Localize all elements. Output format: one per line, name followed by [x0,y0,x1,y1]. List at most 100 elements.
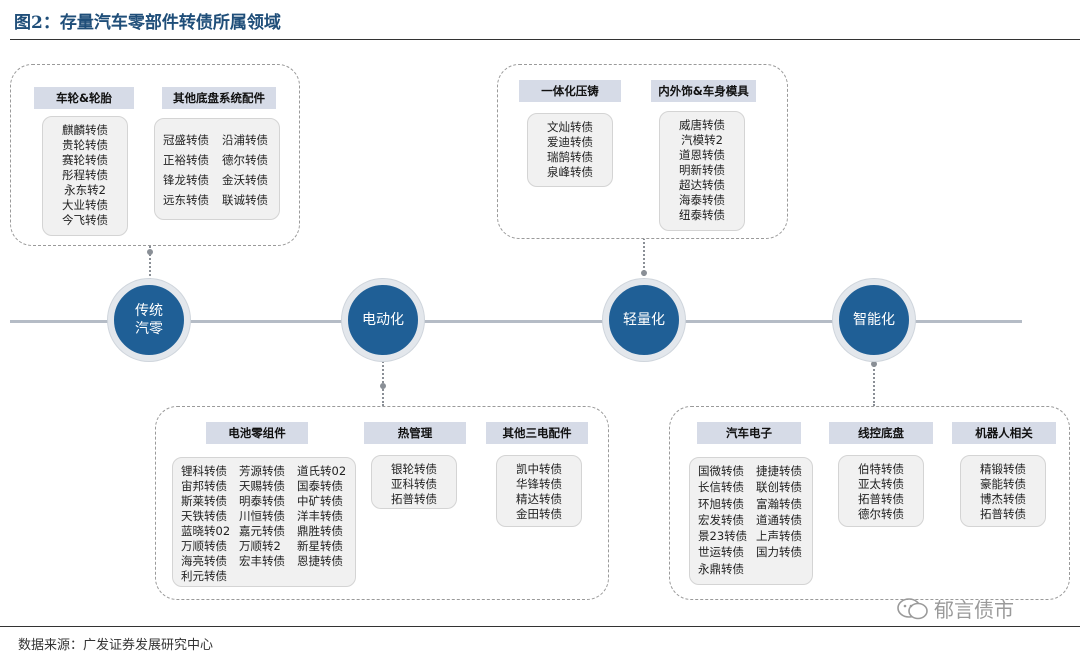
bond-item: 明新转债 [679,163,725,177]
bond-item: 凯中转债 [516,462,562,476]
bond-item: 金沃转债 [222,173,268,187]
connector-dot [871,361,877,367]
bond-item: 国微转债 [698,464,744,478]
page-title: 图2：存量汽车零部件转债所属领域 [14,13,281,33]
bond-item: 道恩转债 [679,148,725,162]
list-thermal: 银轮转债亚科转债拓普转债 [371,455,457,509]
bond-item: 伯特转债 [858,462,904,476]
node-traditional: 传统 汽零 [108,279,190,361]
category-chassis: 其他底盘系统配件 [162,87,276,109]
connector-dot [147,249,153,255]
bond-item: 拓普转债 [980,507,1026,521]
bond-item: 恩捷转债 [297,554,343,568]
footer-divider [0,626,1080,627]
bond-item: 世运转债 [698,545,744,560]
category-battery: 电池零组件 [206,422,308,444]
bond-item: 锋龙转债 [163,173,209,187]
bond-item: 贵轮转债 [62,138,108,152]
bond-item: 宏发转债 [698,512,744,527]
list-wirechassis: 伯特转债亚太转债拓普转债德尔转债 [838,455,924,527]
bond-item: 大业转债 [62,198,108,212]
node-electric: 电动化 [342,279,424,361]
bond-item: 新星转债 [297,539,343,553]
node-traditional-label: 传统 汽零 [135,303,163,337]
bond-item: 纽泰转债 [679,208,725,222]
bond-item: 联诚转债 [222,193,268,207]
bond-item: 泉峰转债 [547,165,593,179]
connector-dot [641,270,647,276]
bond-item: 道通转债 [756,512,802,527]
category-thermal: 热管理 [364,422,466,444]
bond-item: 博杰转债 [980,492,1026,506]
bond-item: 国泰转债 [297,479,343,493]
bond-item: 天铁转债 [181,509,227,523]
wechat-icon [897,597,928,619]
node-lightweight-label: 轻量化 [623,312,665,328]
node-electric-label: 电动化 [362,312,404,328]
bond-item: 鼎胜转债 [297,524,343,538]
bond-item: 精锻转债 [980,462,1026,476]
timeline-line [10,320,1022,323]
bond-item: 亚太转债 [858,477,904,491]
bond-item: 正裕转债 [163,153,209,167]
bond-item: 宏丰转债 [239,554,285,568]
bond-item: 斯莱转债 [181,494,227,508]
category-robot: 机器人相关 [952,422,1056,444]
bond-item: 海泰转债 [679,193,725,207]
bond-item: 海亮转债 [181,554,227,568]
bond-item: 嘉元转债 [239,524,285,538]
list-electronics: 国微转债捷捷转债长信转债联创转债环旭转债富瀚转债宏发转债道通转债景23转债上声转… [689,457,813,585]
bond-item: 永鼎转债 [698,561,744,576]
bond-item: 华锋转债 [516,477,562,491]
bond-item: 川恒转债 [239,509,285,523]
connector-dot [380,383,386,389]
bond-item: 上声转债 [756,529,802,544]
bond-item: 麒麟转债 [62,123,108,137]
bond-item: 洋丰转债 [297,509,343,523]
bond-item: 永东转2 [64,183,106,197]
node-intelligent-label: 智能化 [853,312,895,328]
bond-item: 文灿转债 [547,120,593,134]
bond-item: 德尔转债 [222,153,268,167]
bond-item: 德尔转债 [858,507,904,521]
bond-item: 长信转债 [698,480,744,495]
bond-item: 拓普转债 [858,492,904,506]
bond-item: 天赐转债 [239,479,285,493]
bond-item: 万顺转债 [181,539,227,553]
bond-item: 景23转债 [698,529,748,544]
category-trim: 内外饰&车身模具 [651,80,756,102]
list-battery: 锂科转债芳源转债道氏转02 宙邦转债天赐转债国泰转债斯莱转债明泰转债中矿转债天铁转… [172,457,356,587]
bond-item: 赛轮转债 [62,153,108,167]
bond-item: 金田转债 [516,507,562,521]
bond-item: 捷捷转债 [756,464,802,478]
bond-item: 道氏转02 [297,464,347,478]
bond-item: 今飞转债 [62,213,108,227]
category-wheels: 车轮&轮胎 [34,87,134,109]
bond-item: 汽模转2 [681,133,723,147]
bond-item: 万顺转2 [239,539,281,553]
bond-item: 利元转债 [181,569,227,583]
bond-item: 豪能转债 [980,477,1026,491]
data-source: 数据来源：广发证券发展研究中心 [18,638,214,653]
list-diecast: 文灿转债爱迪转债瑞鹄转债泉峰转债 [527,113,613,187]
bond-item: 锂科转债 [181,464,227,478]
category-other-electric: 其他三电配件 [486,422,588,444]
bond-item: 爱迪转债 [547,135,593,149]
category-wirechassis: 线控底盘 [829,422,933,444]
bond-item: 亚科转债 [391,477,437,491]
bond-item: 中矿转债 [297,494,343,508]
bond-item: 芳源转债 [239,464,285,478]
bond-item: 富瀚转债 [756,496,802,511]
bond-item: 国力转债 [756,545,802,560]
list-other-electric: 凯中转债华锋转债精达转债金田转债 [496,455,582,527]
node-lightweight: 轻量化 [603,279,685,361]
connector-intelligent [873,358,875,406]
bond-item: 联创转债 [756,480,802,495]
bond-item: 冠盛转债 [163,133,209,147]
node-intelligent: 智能化 [833,279,915,361]
bond-item: 精达转债 [516,492,562,506]
bond-item: 宙邦转债 [181,479,227,493]
bond-item: 明泰转债 [239,494,285,508]
